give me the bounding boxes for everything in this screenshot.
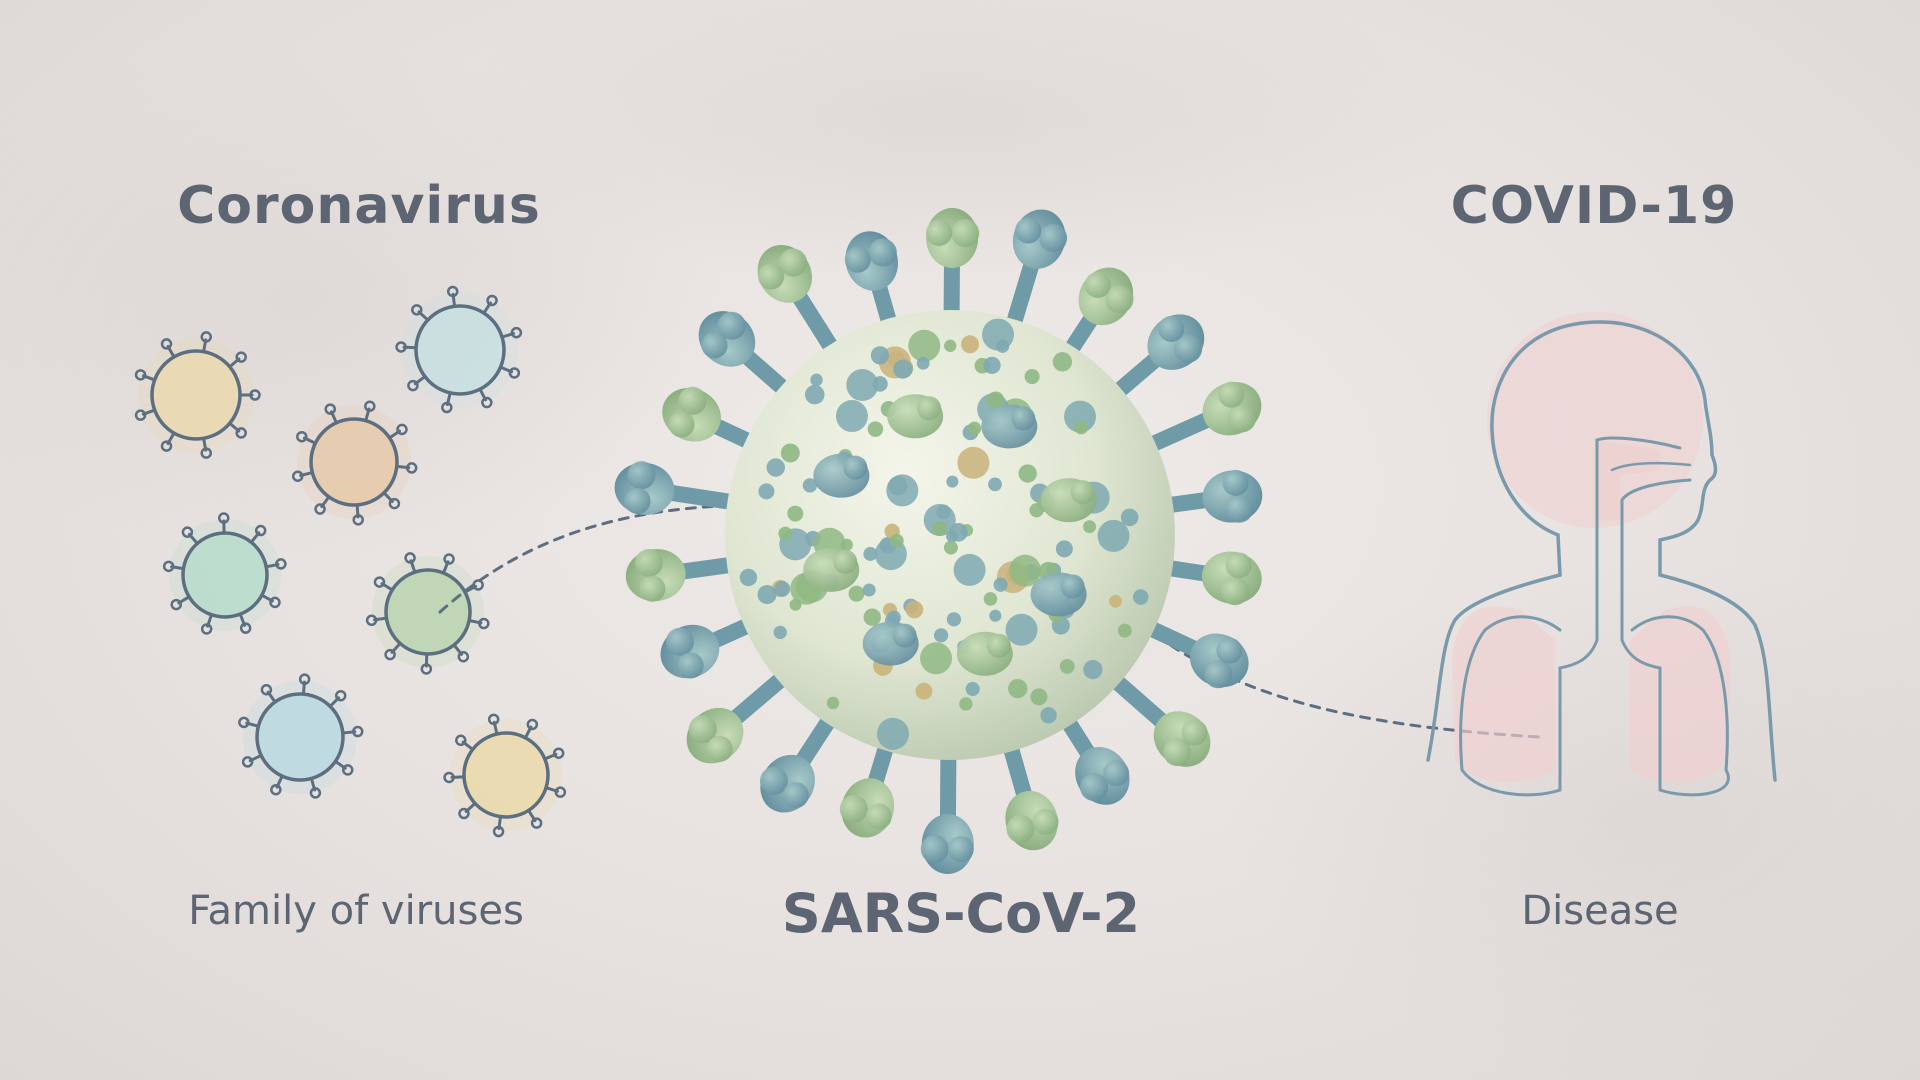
spike-protein <box>1056 708 1130 805</box>
coronavirus-title: Coronavirus <box>177 176 541 236</box>
spike-protein <box>1001 733 1059 851</box>
small-virus-icon <box>238 673 364 799</box>
small-virus-icon <box>365 552 490 675</box>
spike-protein <box>803 547 860 592</box>
surface-proteins <box>739 318 1149 750</box>
spike-protein <box>1004 209 1068 338</box>
spike-protein <box>660 614 762 679</box>
spike-protein <box>757 244 844 362</box>
spike-protein <box>839 732 896 838</box>
spike-protein <box>926 208 980 329</box>
spike-protein <box>813 453 870 498</box>
spike-protein <box>956 631 1013 676</box>
spike-protein <box>614 461 746 515</box>
spike-protein <box>1030 572 1087 617</box>
small-virus-icon <box>162 512 287 635</box>
small-virus-icon <box>134 331 261 459</box>
spike-protein <box>1105 314 1205 404</box>
spike-protein <box>1154 551 1262 606</box>
spike-protein <box>887 394 944 439</box>
sars-cov-2-virus-icon <box>614 208 1263 874</box>
respiratory-system-icon <box>1426 312 1777 797</box>
spike-protein <box>844 231 899 337</box>
small-virus-icon <box>292 400 418 526</box>
spike-protein <box>698 311 797 402</box>
spike-protein <box>981 404 1038 449</box>
spike-protein <box>1155 469 1263 523</box>
disease-caption: Disease <box>1521 888 1679 934</box>
sars-cov-2-caption: SARS-CoV-2 <box>781 882 1141 945</box>
spike-protein <box>1103 668 1211 767</box>
spike-protein <box>625 548 745 602</box>
spike-protein <box>1059 267 1134 363</box>
family-of-viruses-caption: Family of viruses <box>188 888 524 934</box>
small-virus-icon <box>443 713 567 838</box>
spike-protein <box>662 386 764 453</box>
covid-19-title: COVID-19 <box>1450 176 1738 236</box>
spike-protein <box>1138 381 1262 456</box>
spike-protein <box>686 666 795 764</box>
spike-protein <box>1040 478 1097 523</box>
spike-protein <box>759 707 841 813</box>
virus-family-cluster <box>134 285 567 838</box>
connector-family-to-sars <box>438 503 762 614</box>
small-virus-icon <box>395 285 523 414</box>
spike-protein <box>1136 617 1249 689</box>
spike-protein <box>920 741 974 874</box>
spike-protein <box>862 621 919 666</box>
